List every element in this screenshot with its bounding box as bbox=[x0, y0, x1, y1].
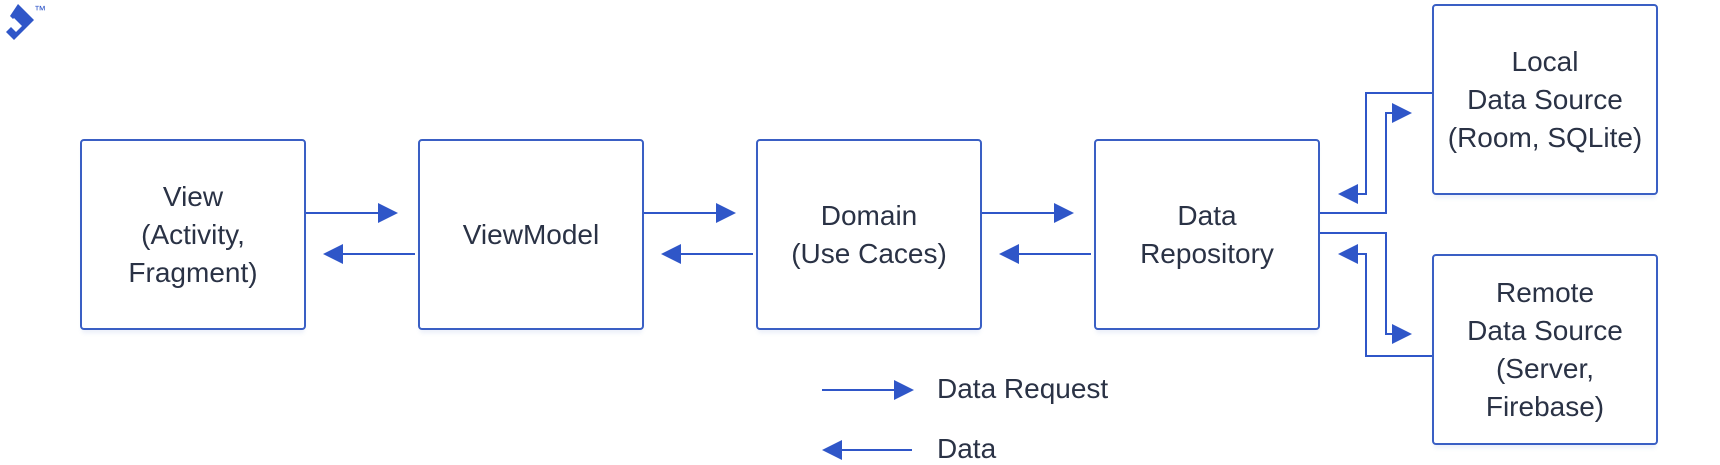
viewmodel-label: ViewModel bbox=[462, 218, 600, 250]
viewmodel-box: ViewModel bbox=[418, 139, 644, 330]
arrow-repository-to-remote bbox=[1318, 232, 1412, 344]
trademark-symbol: ™ bbox=[34, 3, 46, 17]
view-label: View (Activity, Fragment) bbox=[128, 180, 258, 288]
local-data-source-box: Local Data Source (Room, SQLite) bbox=[1432, 4, 1658, 195]
legend-data-label: Data bbox=[937, 433, 997, 464]
legend-request-label: Data Request bbox=[937, 373, 1109, 404]
arrow-repository-to-local bbox=[1318, 103, 1412, 214]
repository-box: Data Repository bbox=[1094, 139, 1320, 330]
remote-data-source-box: Remote Data Source (Server, Firebase) bbox=[1432, 254, 1658, 445]
domain-box: Domain (Use Caces) bbox=[756, 139, 982, 330]
local-data-source-label: Local Data Source (Room, SQLite) bbox=[1447, 45, 1643, 153]
view-box: View (Activity, Fragment) bbox=[80, 139, 306, 330]
toptal-logo-icon: ™ bbox=[6, 3, 46, 40]
repository-label: Data Repository bbox=[1140, 199, 1274, 269]
remote-data-source-label: Remote Data Source (Server, Firebase) bbox=[1467, 276, 1623, 422]
domain-label: Domain (Use Caces) bbox=[791, 199, 947, 269]
arrow-remote-to-repository bbox=[1338, 244, 1432, 357]
arrow-local-to-repository bbox=[1338, 92, 1432, 204]
